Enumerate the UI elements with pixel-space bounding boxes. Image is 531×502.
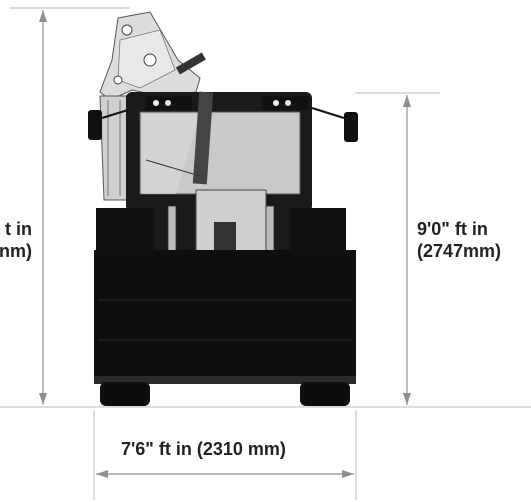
right-height-label-line2: (2747mm) [417,241,502,261]
left-height-label: t in nm) [0,218,32,262]
right-height-label-line1: 9'0" ft in [417,219,488,239]
right-height-dimension [355,92,440,405]
width-label: 7'6" ft in (2310 mm) [121,439,286,459]
width-dimension [93,410,357,500]
front-bucket [94,250,356,384]
left-height-label-line1: t in [5,219,32,239]
left-height-dimension [10,7,130,405]
machine-body [96,189,346,261]
backhoe-arm [99,11,206,201]
left-height-label-line2: nm) [0,241,32,261]
wheels [100,382,350,406]
cab [126,91,312,212]
right-height-label: 9'0" ft in (2747mm) [417,218,501,262]
mirrors [88,107,358,142]
